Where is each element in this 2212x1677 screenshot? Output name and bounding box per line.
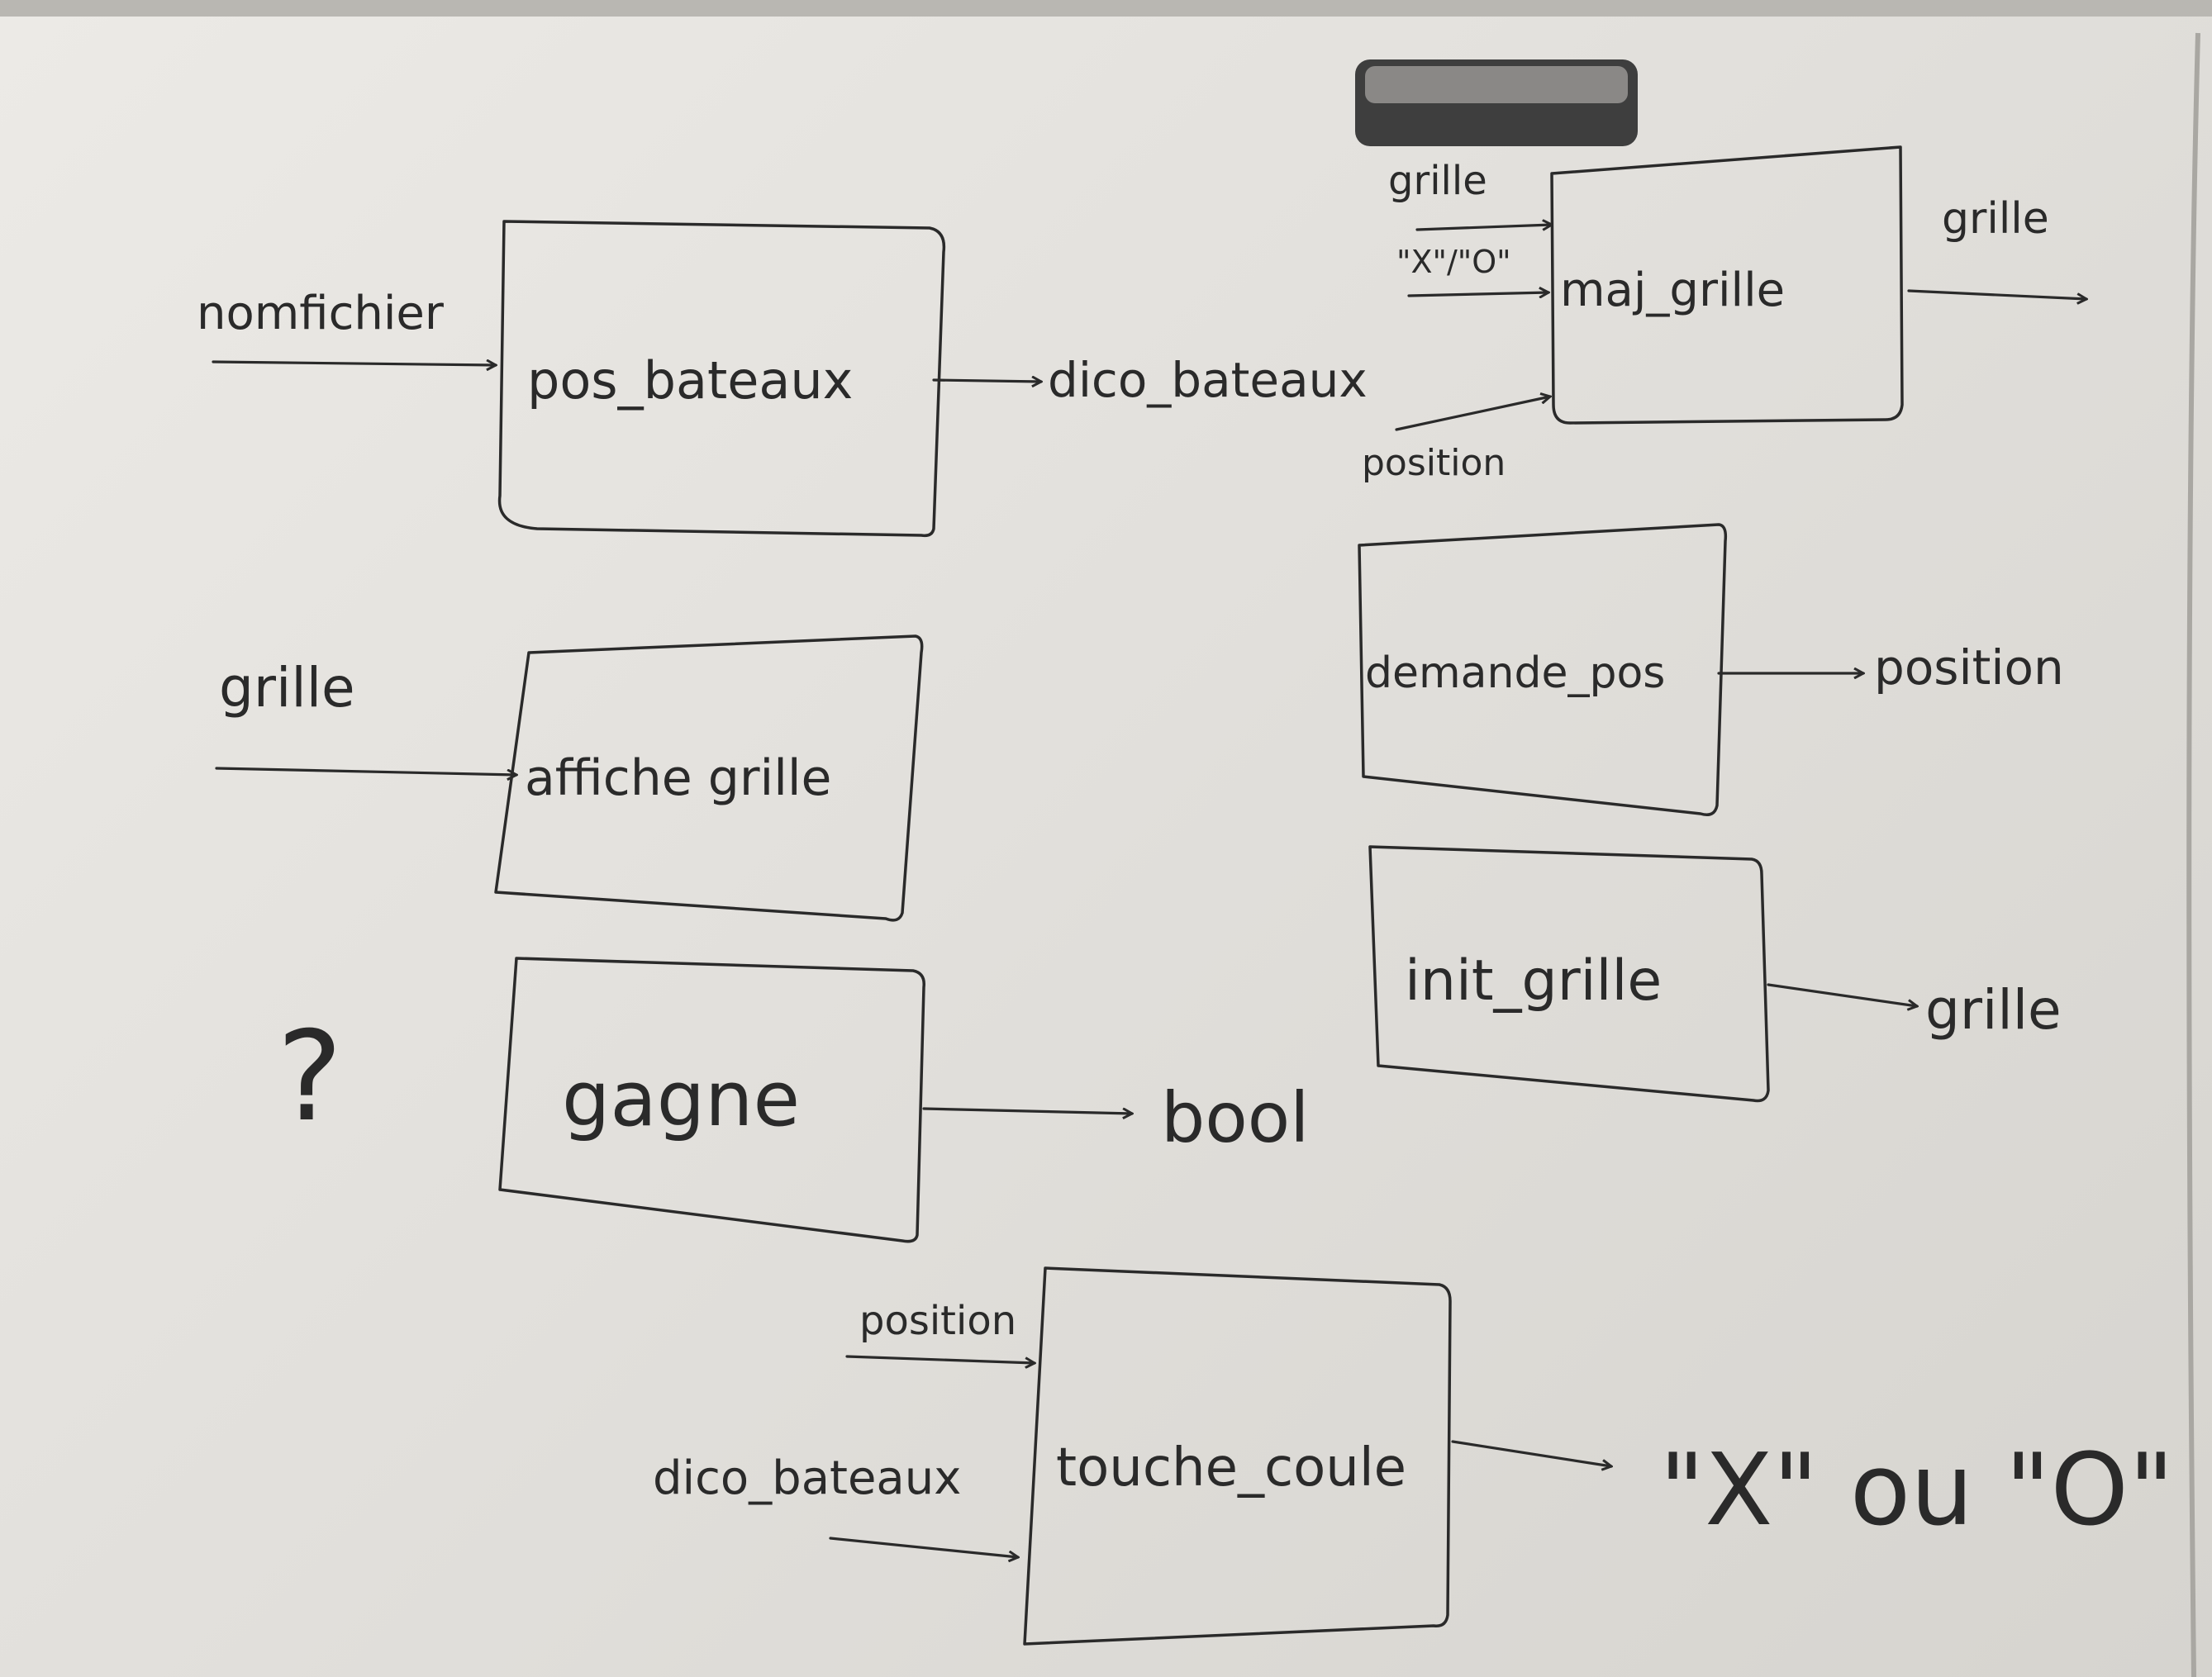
arrow-init-out: [1767, 983, 1917, 1006]
label-touche-in-position: position: [859, 1298, 1016, 1344]
board-right-frame: [2186, 32, 2200, 1677]
label-maj-in-grille: grille: [1388, 158, 1487, 204]
box-demande-pos: [1358, 523, 1728, 816]
box-gagne: [498, 957, 925, 1243]
box-touche-coule: [1023, 1266, 1452, 1646]
label-touche-out: "X" ou "O": [1659, 1433, 2174, 1548]
box-label-gagne: gagne: [562, 1055, 800, 1143]
arrow-affiche-in: [215, 767, 516, 775]
arrow-maj-in-position: [1395, 397, 1550, 431]
arrow-maj-in-xo: [1407, 292, 1548, 296]
arrow-maj-out: [1907, 289, 2086, 299]
arrow-touche-in-position: [845, 1355, 1035, 1363]
box-maj-grille: [1550, 145, 1904, 425]
label-maj-in-position: position: [1362, 442, 1506, 484]
box-label-affiche-grille: affiche grille: [525, 749, 831, 807]
box-label-touche-coule: touche_coule: [1056, 1437, 1406, 1499]
arrow-gagne-out: [922, 1107, 1132, 1114]
label-nomfichier: nomfichier: [197, 287, 445, 340]
box-affiche-grille: [494, 634, 924, 922]
box-label-pos-bateaux: pos_bateaux: [527, 350, 853, 411]
box-label-demande-pos: demande_pos: [1365, 648, 1665, 698]
label-touche-in-dico: dico_bateaux: [653, 1451, 961, 1505]
label-maj-out-grille: grille: [1942, 194, 2049, 244]
arrow-dico-out: [932, 380, 1041, 382]
arrow-touche-in-dico: [829, 1537, 1018, 1557]
label-gagne-out-bool: bool: [1161, 1077, 1309, 1158]
board-top-frame: [0, 0, 2212, 17]
label-affiche-in-grille: grille: [219, 656, 355, 720]
arrow-touche-out: [1451, 1440, 1611, 1466]
label-maj-in-xo: "X"/"O": [1396, 244, 1511, 280]
arrow-nomfichier-in: [212, 362, 496, 365]
label-init-out-grille: grille: [1925, 978, 2062, 1042]
label-dico-bateaux: dico_bateaux: [1048, 352, 1368, 408]
box-label-init-grille: init_grille: [1405, 948, 1662, 1014]
label-gagne-unknown: ?: [277, 1005, 343, 1149]
box-label-maj-grille: maj_grille: [1560, 264, 1785, 317]
arrow-maj-in-grille: [1415, 225, 1552, 231]
box-init-grille: [1368, 845, 1770, 1103]
label-demande-out-position: position: [1874, 639, 2064, 696]
box-pos-bateaux: [497, 220, 946, 538]
